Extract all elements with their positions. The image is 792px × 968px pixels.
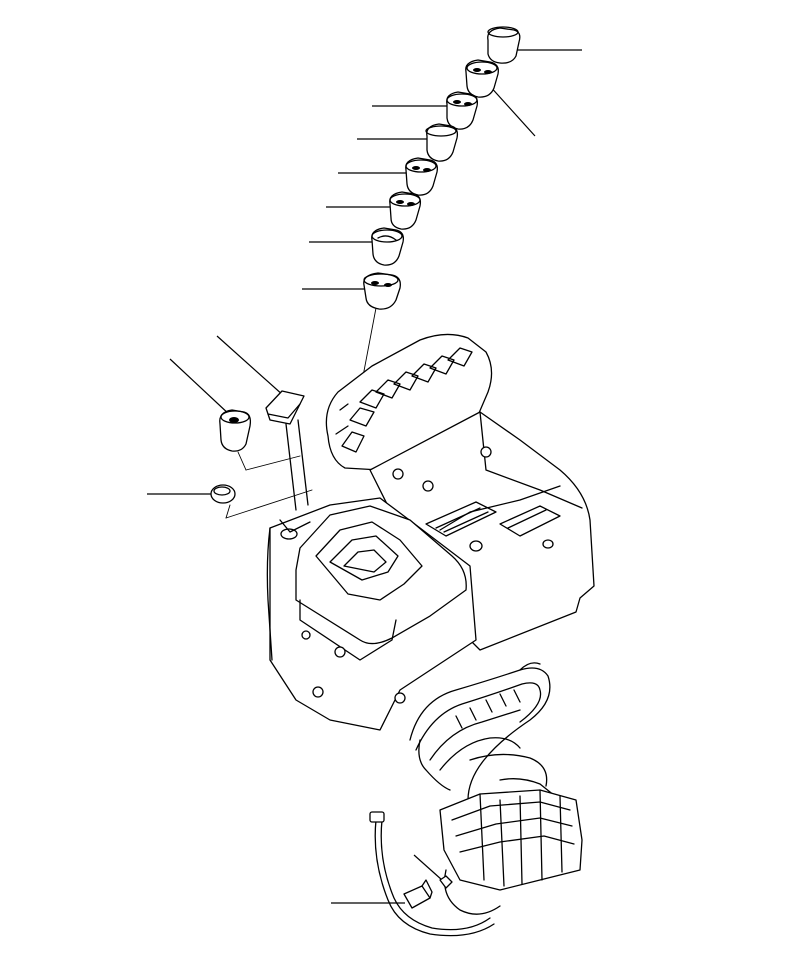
- deck-plate: [425, 501, 497, 537]
- left-parts: [210, 390, 313, 519]
- switch-cap-blank: [425, 123, 459, 162]
- cable-end: [369, 811, 385, 823]
- lever-gate-slot: [315, 521, 423, 601]
- bolt: [392, 468, 404, 480]
- leader-lines: [147, 49, 582, 904]
- bolt: [480, 446, 492, 458]
- terminal-pin: [439, 875, 453, 889]
- rocker-switch: [446, 91, 478, 130]
- bolt: [312, 686, 324, 698]
- assembly-axis-line: [245, 455, 301, 471]
- switch-cap-blank: [487, 26, 521, 64]
- wire-harness: [369, 662, 583, 937]
- bolt: [301, 630, 311, 640]
- deck-plate: [499, 505, 561, 537]
- bolt: [542, 539, 554, 549]
- assembly-axis-line: [237, 451, 247, 471]
- rocker-switch: [363, 272, 401, 310]
- leader-line: [487, 83, 536, 137]
- cover-plate: [265, 390, 305, 425]
- rocker-switch: [465, 59, 499, 98]
- switch-panel-housing: [325, 333, 493, 471]
- leader-line: [413, 854, 443, 881]
- plug-cap: [210, 484, 236, 504]
- switch-slots: [335, 347, 473, 453]
- relay: [403, 879, 433, 909]
- leader-line: [216, 335, 285, 397]
- assembly-axis-line: [225, 489, 313, 519]
- console-body: [266, 333, 595, 731]
- console-side-cover: [369, 411, 595, 651]
- bolt: [469, 540, 483, 552]
- mounting-bracket: [285, 419, 309, 511]
- leader-line: [169, 358, 232, 417]
- bolt: [394, 692, 406, 704]
- bolt: [334, 646, 346, 658]
- rocker-switch: [389, 191, 422, 230]
- rocker-switch: [405, 157, 438, 196]
- bolt: [422, 480, 434, 492]
- rocker-switch: [371, 227, 404, 266]
- single-switch: [219, 409, 252, 452]
- harness-cable: [374, 819, 495, 937]
- assembly-axis-line: [225, 504, 231, 519]
